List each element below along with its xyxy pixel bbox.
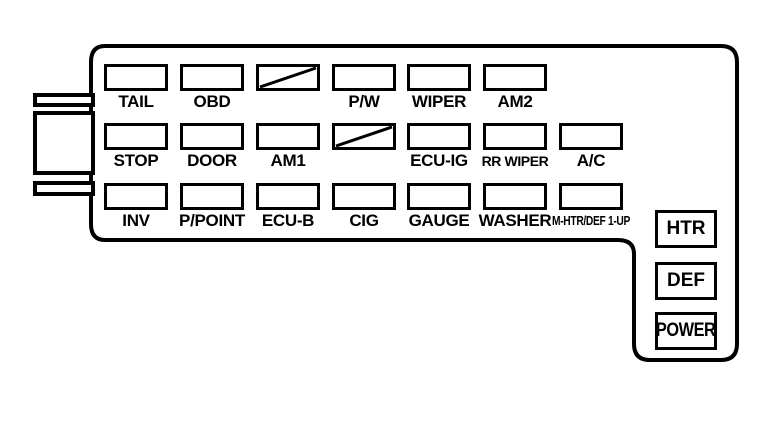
empty-slot-slash-icon — [259, 67, 317, 88]
connector-body — [33, 111, 95, 175]
fuse-label: AM2 — [497, 92, 533, 111]
fuse-label: WASHER — [478, 211, 552, 230]
fuse-label: WIPER — [411, 92, 467, 111]
fuse-slot — [256, 123, 320, 150]
fuse-label: AM1 — [270, 151, 306, 170]
fuse-label: OBD — [193, 92, 231, 111]
fuse-slot — [256, 183, 320, 210]
fuse-slot — [407, 183, 471, 210]
fuse-label: ECU-IG — [410, 151, 468, 170]
fuse-label: A/C — [576, 151, 606, 170]
fuse-slot — [180, 183, 244, 210]
fuse-label: ECU-B — [261, 211, 315, 230]
fuse-label: P/POINT — [179, 211, 245, 230]
fuse-label: DOOR — [187, 151, 237, 170]
side-fuse-slot: POWER — [655, 312, 717, 350]
fuse-label: INV — [122, 211, 150, 230]
fuse-label: STOP — [113, 151, 159, 170]
fuse-slot — [559, 123, 623, 150]
fuse-slot — [332, 64, 396, 91]
fuse-slot — [180, 64, 244, 91]
fuse-slot — [104, 123, 168, 150]
fuse-slot — [483, 183, 547, 210]
fuse-slot — [180, 123, 244, 150]
empty-slot-slash-icon — [335, 126, 393, 147]
side-fuse-label: DEF — [667, 270, 705, 291]
fuse-slot — [104, 183, 168, 210]
fuse-label: RR WIPER — [481, 153, 549, 169]
fuse-slot — [407, 64, 471, 91]
fuse-panel-outline — [89, 44, 739, 362]
fuse-slot — [483, 64, 547, 91]
connector-top-tab — [33, 93, 95, 107]
fuse-label: P/W — [348, 92, 380, 111]
fuse-label: CIG — [349, 211, 379, 230]
side-fuse-slot: HTR — [655, 210, 717, 248]
fuse-slot — [483, 123, 547, 150]
fuse-label: GAUGE — [408, 211, 470, 230]
fuse-slot — [559, 183, 623, 210]
fuse-slot-empty — [332, 123, 396, 150]
fuse-label: M-HTR/DEF 1-UP — [552, 214, 630, 228]
fuse-slot — [104, 64, 168, 91]
connector-bottom-tab — [33, 181, 95, 196]
fuse-label: TAIL — [118, 92, 154, 111]
fuse-slot — [332, 183, 396, 210]
side-fuse-slot: DEF — [655, 262, 717, 300]
fuse-slot-empty — [256, 64, 320, 91]
side-fuse-label: POWER — [656, 320, 716, 341]
side-fuse-label: HTR — [666, 218, 706, 239]
fuse-slot — [407, 123, 471, 150]
